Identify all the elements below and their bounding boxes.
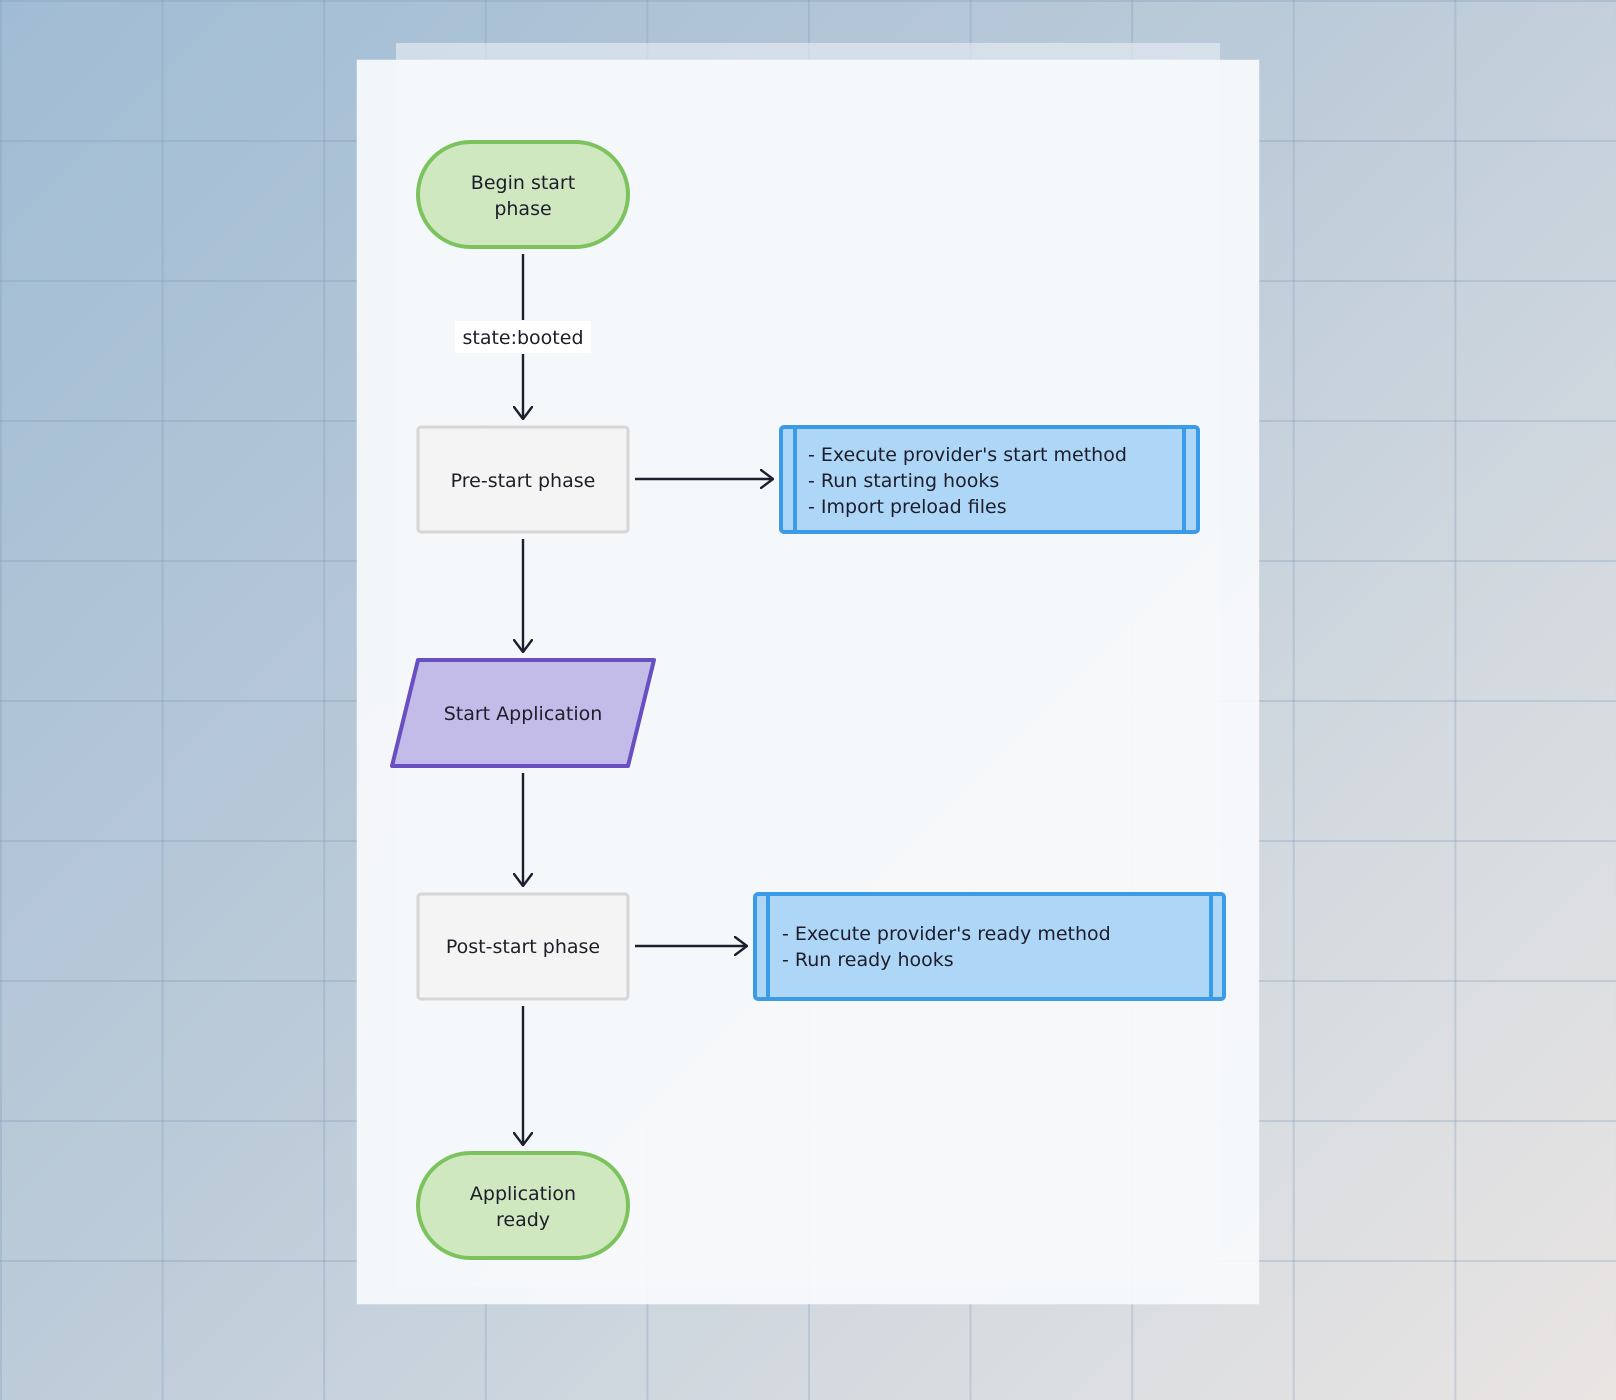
edge-label: state:booted bbox=[455, 321, 591, 353]
start-application-node: Start Application bbox=[390, 658, 656, 768]
start-node: Begin start phase bbox=[416, 140, 630, 249]
pre-start-details-node: - Execute provider's start method - Run … bbox=[779, 425, 1200, 534]
pre-start-details-line-2: - Run starting hooks bbox=[808, 470, 999, 492]
post-start-details-line-2: - Run ready hooks bbox=[782, 949, 954, 971]
end-node: Application ready bbox=[416, 1151, 630, 1260]
edge-label-text: state:booted bbox=[462, 327, 583, 349]
end-node-line-1: Application bbox=[470, 1183, 576, 1205]
start-node-line-1: Begin start bbox=[471, 172, 575, 194]
pre-start-details-line-3: - Import preload files bbox=[808, 496, 1007, 518]
pre-start-details-line-1: - Execute provider's start method bbox=[808, 444, 1127, 466]
start-node-line-2: phase bbox=[494, 198, 551, 220]
pre-start-node: Pre-start phase bbox=[416, 425, 630, 534]
post-start-node: Post-start phase bbox=[416, 892, 630, 1001]
edges bbox=[523, 254, 773, 1145]
post-start-details-node: - Execute provider's ready method - Run … bbox=[753, 892, 1226, 1001]
start-application-label: Start Application bbox=[444, 703, 603, 725]
pre-start-label: Pre-start phase bbox=[451, 470, 596, 492]
post-start-details-line-1: - Execute provider's ready method bbox=[782, 923, 1111, 945]
post-start-label: Post-start phase bbox=[446, 936, 600, 958]
end-node-line-2: ready bbox=[496, 1209, 550, 1231]
